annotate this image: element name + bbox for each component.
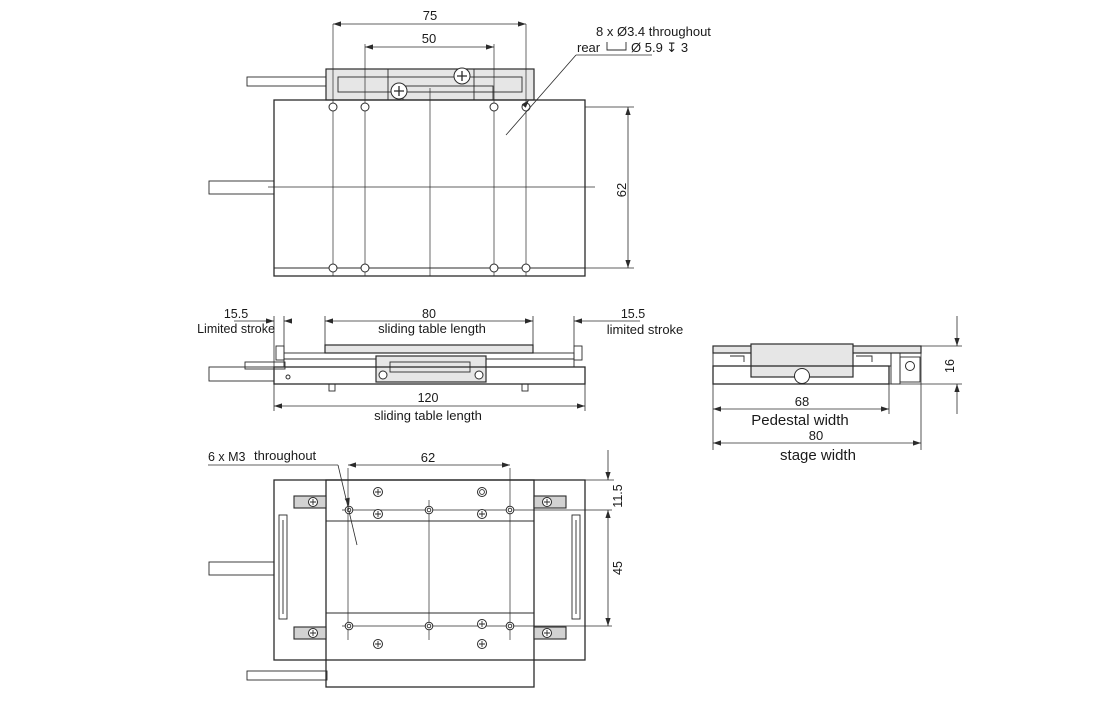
bottom-dim-62-label: 62 [421,450,435,465]
thread-note-text: throughout [254,448,317,463]
stage-width-label: stage width [780,447,856,464]
end-base [712,365,890,385]
table-length-value: 80 [422,307,436,321]
top-base [273,99,586,277]
side-slide-plate [324,344,534,354]
hole-note-line2: Ø 5.9 ↧ 3 [631,40,688,55]
left-stroke-label: Limited stroke [197,322,275,336]
left-stroke-value: 15.5 [224,307,248,321]
overall-length-label: sliding table length [374,408,482,423]
dim-45-label: 45 [611,561,625,575]
cable [246,76,328,87]
counterbore-icon [606,42,627,51]
dim-11-5-label: 11.5 [611,484,625,507]
bottom-view: 62 6 x M3 throughout 11.5 45 [208,448,625,688]
table-length-label: sliding table length [378,321,486,336]
overall-length-value: 120 [418,391,439,405]
end-view: 16 68 Pedestal width 80 stage width [712,316,962,464]
dim-75-label: 75 [423,8,437,23]
knob-icon [794,368,810,384]
height-16-label: 16 [943,359,957,373]
cross-screw-left-icon [390,82,408,100]
bottom-slider [325,479,535,688]
pedestal-width-value: 68 [795,394,809,409]
right-stroke-value: 15.5 [621,307,645,321]
cross-screw-right-icon [453,67,471,85]
top-holes [328,102,531,273]
side-nut-block [375,355,487,383]
side-view: 15.5 Limited stroke 80 sliding table len… [197,307,683,423]
stage-width-value: 80 [809,428,823,443]
thread-note-count: 6 x M3 [208,450,246,464]
pedestal-width-label: Pedestal width [751,412,849,429]
dim-50-label: 50 [422,31,436,46]
hole-note-line1: 8 x Ø3.4 throughout [596,24,711,39]
dim-62-vertical-label: 62 [614,183,629,197]
top-view: 75 50 62 8 x Ø3.4 throughout rear Ø 5.9 … [208,8,711,277]
right-stroke-label: limited stroke [607,322,684,337]
hole-note-rear: rear [577,40,601,55]
shaft [208,180,275,195]
